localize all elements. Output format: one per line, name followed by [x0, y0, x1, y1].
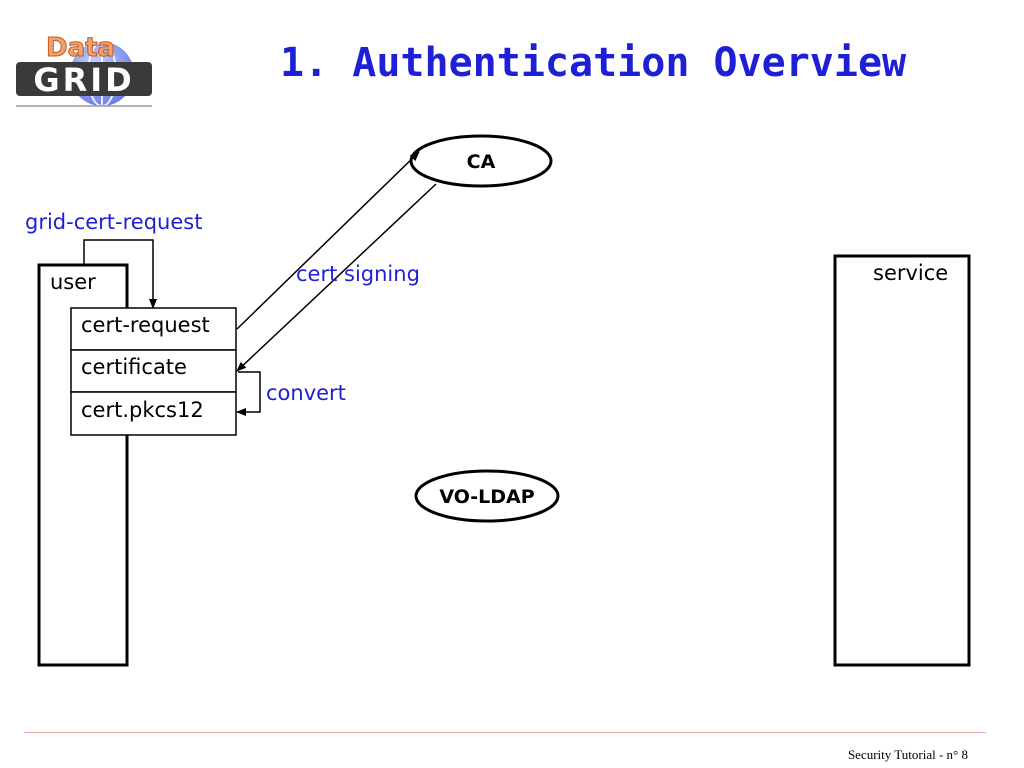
ca-to-certificate-arrow	[236, 183, 437, 372]
cert-pkcs12-label: cert.pkcs12	[81, 398, 204, 422]
request-to-ca-arrow	[236, 151, 420, 330]
certificate-label: certificate	[81, 355, 187, 379]
cert-request-label: cert-request	[81, 313, 210, 337]
cert-signing-label: cert signing	[296, 262, 420, 286]
logo-data-text: Data	[46, 33, 115, 63]
logo-grid-text: GRID	[33, 61, 134, 99]
grid-cert-request-arrow	[83, 239, 157, 309]
cert-pkcs12-box	[70, 391, 237, 436]
user-label: user	[50, 270, 96, 294]
service-box	[833, 254, 971, 667]
ca-label: CA	[467, 151, 496, 173]
certificate-box	[70, 349, 237, 393]
service-label: service	[873, 261, 949, 285]
datagrid-logo: Data GRID	[16, 33, 152, 107]
vo-ldap-label: VO-LDAP	[439, 486, 534, 508]
vo-ldap-node	[414, 469, 560, 523]
convert-label: convert	[266, 381, 346, 405]
grid-cert-request-label: grid-cert-request	[25, 210, 203, 234]
footer-rule	[24, 732, 986, 733]
slide-title: 1. Authentication Overview	[280, 40, 907, 86]
footer-text: Security Tutorial - n° 8	[847, 747, 968, 762]
convert-arrow	[236, 371, 261, 416]
logo-grid-band	[16, 62, 152, 96]
